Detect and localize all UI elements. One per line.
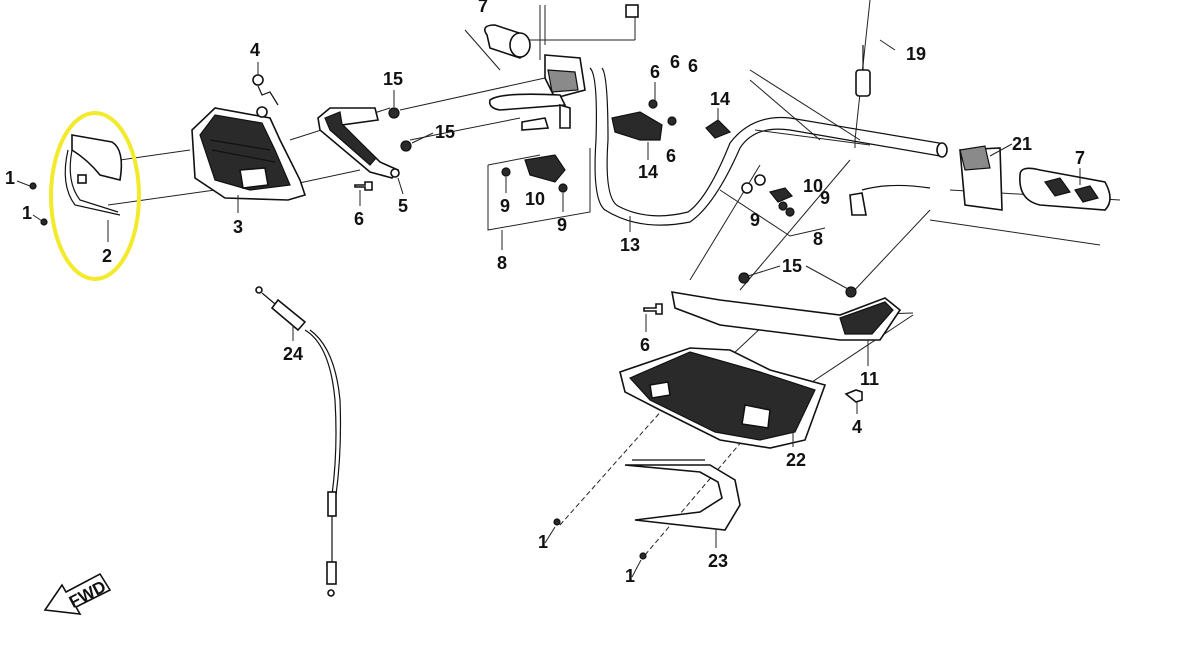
- part-22-handguard: [619, 347, 827, 449]
- callout-6: 6: [666, 146, 676, 166]
- part-5-bracket: [317, 107, 400, 179]
- fwd-arrow: FWD: [43, 572, 112, 615]
- callout-7: 7: [478, 0, 488, 16]
- callout-4: 4: [852, 417, 862, 437]
- callout-14: 14: [638, 162, 658, 182]
- callout-14: 14: [710, 89, 730, 109]
- part-10-14-clamps: [521, 111, 793, 203]
- part-23-guard: [624, 459, 741, 531]
- part-2-handguard-small: [64, 134, 123, 216]
- part-11-bracket: [671, 291, 902, 341]
- callout-13: 13: [620, 235, 640, 255]
- callout-15: 15: [435, 122, 455, 142]
- callout-1: 1: [22, 203, 32, 223]
- part-13-handlebar: [589, 67, 948, 226]
- callout-9: 9: [500, 196, 510, 216]
- callout-9: 9: [750, 210, 760, 230]
- part-3-handguard: [191, 106, 307, 201]
- callout-8: 8: [497, 253, 507, 273]
- part-19-21-7-right-controls: [849, 45, 1111, 216]
- callout-1: 1: [625, 566, 635, 586]
- part-4-bolt-left: [252, 62, 279, 106]
- callout-4: 4: [250, 40, 260, 60]
- callout-7: 7: [1075, 148, 1085, 168]
- callout-22: 22: [786, 450, 806, 470]
- callout-5: 5: [398, 196, 408, 216]
- callout-9: 9: [557, 215, 567, 235]
- callout-6: 6: [354, 209, 364, 229]
- highlight-circle: [49, 111, 141, 281]
- part-lever-assembly: [484, 4, 639, 129]
- callout-19: 19: [906, 44, 926, 64]
- callout-11: 11: [860, 369, 879, 389]
- part-24-cable: [255, 286, 342, 597]
- group-boxes: [464, 29, 896, 237]
- callout-8: 8: [813, 229, 823, 249]
- callout-6: 6: [670, 52, 680, 72]
- callout-6: 6: [640, 335, 650, 355]
- callout-6: 6: [650, 62, 660, 82]
- callout-6: 6: [688, 56, 698, 76]
- callout-21: 21: [1012, 134, 1032, 154]
- callout-10: 10: [525, 189, 545, 209]
- callout-23: 23: [708, 551, 728, 571]
- callout-24: 24: [283, 344, 303, 364]
- callout-15: 15: [782, 256, 802, 276]
- callout-3: 3: [233, 217, 243, 237]
- callout-2: 2: [102, 246, 112, 266]
- callout-9: 9: [820, 188, 830, 208]
- callout-1: 1: [5, 168, 15, 188]
- callout-15: 15: [383, 69, 403, 89]
- callout-1: 1: [538, 532, 548, 552]
- callout-10: 10: [803, 176, 823, 196]
- callout-labels: 1 1 2 3 4 15 15 6 5 7 6 6 6 14 6 14 9 10…: [5, 0, 1085, 586]
